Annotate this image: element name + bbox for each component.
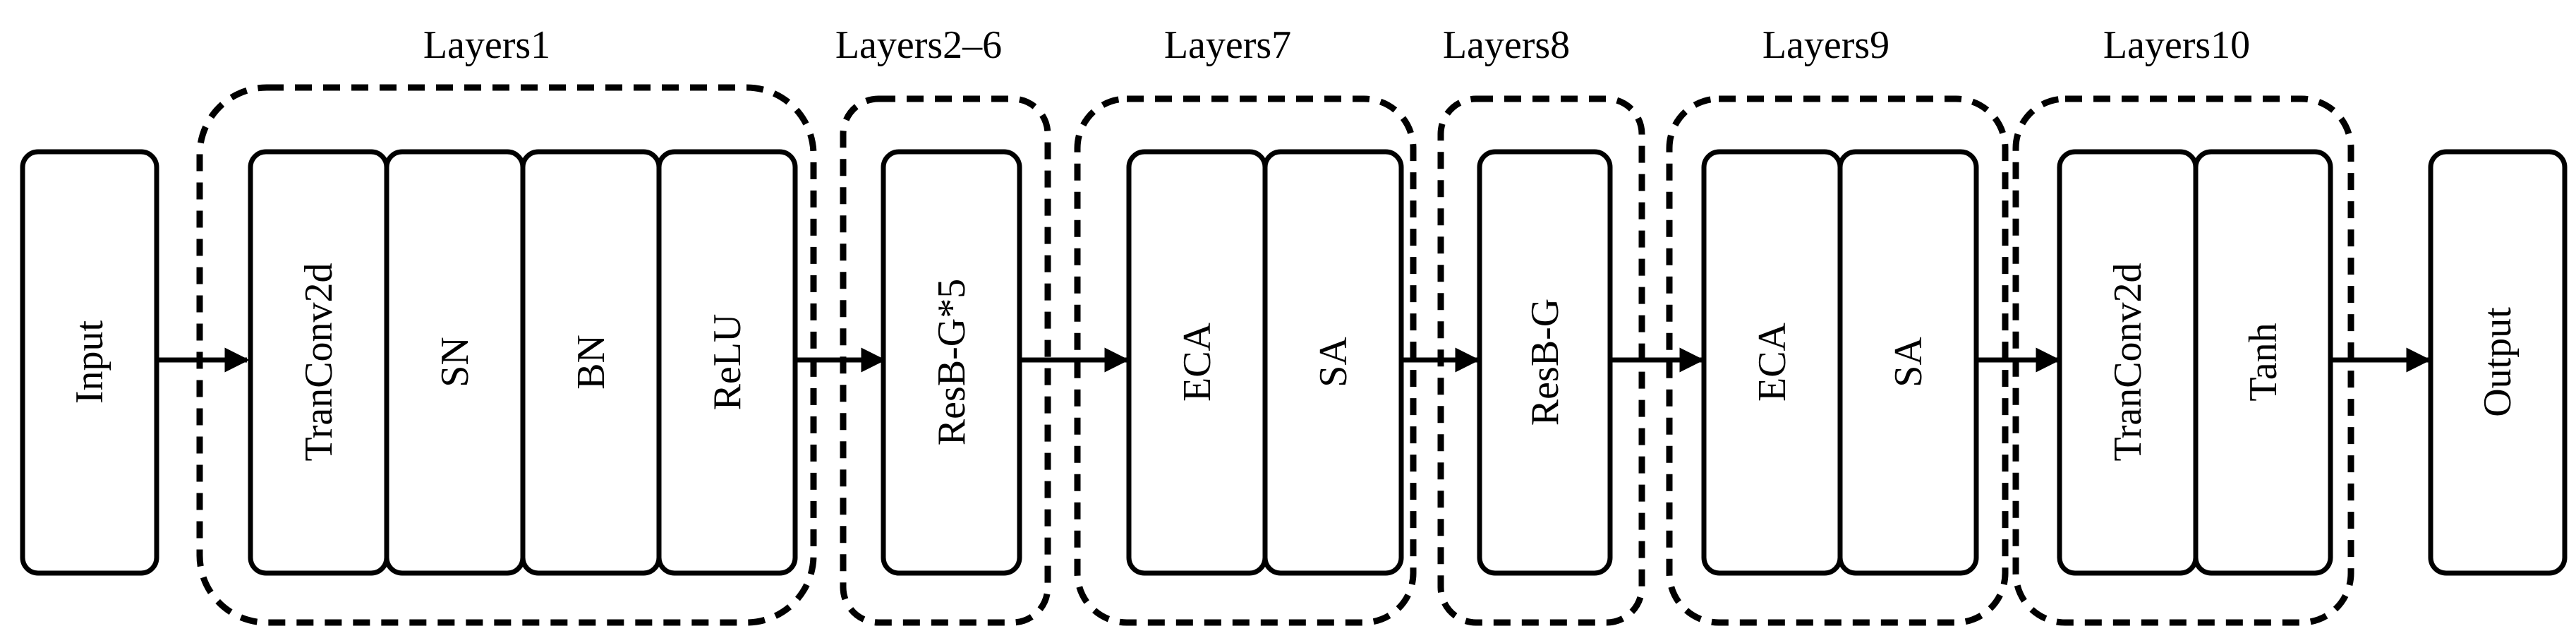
block-resb-g-x5 [881, 149, 1022, 576]
block-label-tranconv2d-1: TranConv2d [297, 263, 341, 461]
block-sa-2 [1837, 149, 1979, 576]
input-block [20, 149, 159, 576]
block-sa-1 [1262, 149, 1404, 576]
block-relu [656, 149, 798, 576]
block-label-sn: SN [433, 337, 477, 387]
blocks [20, 149, 2568, 576]
block-label-relu: ReLU [706, 314, 749, 411]
group-titles: Layers1 Layers2–6 Layers7 Layers8 Layers… [423, 23, 2250, 67]
group-title-layers1: Layers1 [423, 23, 550, 67]
block-label-resb-g-x5: ResB-G*5 [930, 279, 974, 445]
group-layers7-container [1074, 95, 1417, 626]
block-label-eca-2: ECA [1750, 322, 1794, 402]
group-title-layers7: Layers7 [1164, 23, 1291, 67]
block-label-sa-2: SA [1887, 337, 1930, 387]
group-containers [196, 84, 2354, 626]
group-title-layers2-6: Layers2–6 [835, 23, 1002, 67]
group-layers2-6-container [840, 95, 1051, 626]
block-labels: Input TranConv2d SN BN ReLU ResB-G*5 ECA… [68, 263, 2520, 461]
group-layers9-container [1666, 95, 2009, 626]
group-layers8-container [1437, 95, 1645, 626]
block-tanh [2193, 149, 2333, 576]
block-label-tanh: Tanh [2242, 323, 2285, 401]
block-resb-g [1477, 149, 1613, 576]
block-label-bn: BN [569, 335, 613, 390]
group-title-layers8: Layers8 [1443, 23, 1570, 67]
output-block [2428, 149, 2568, 576]
group-title-layers10: Layers10 [2103, 23, 2250, 67]
block-label-eca-1: ECA [1175, 322, 1219, 402]
group-title-layers9: Layers9 [1762, 23, 1889, 67]
block-label-sa-1: SA [1312, 337, 1355, 387]
group-layers1-container [196, 84, 817, 626]
group-layers10-container [2012, 95, 2354, 626]
output-label: Output [2476, 307, 2520, 417]
block-label-tranconv2d-2: TranConv2d [2106, 263, 2150, 461]
block-label-resb-g: ResB-G [1523, 299, 1567, 426]
input-label: Input [68, 320, 111, 404]
